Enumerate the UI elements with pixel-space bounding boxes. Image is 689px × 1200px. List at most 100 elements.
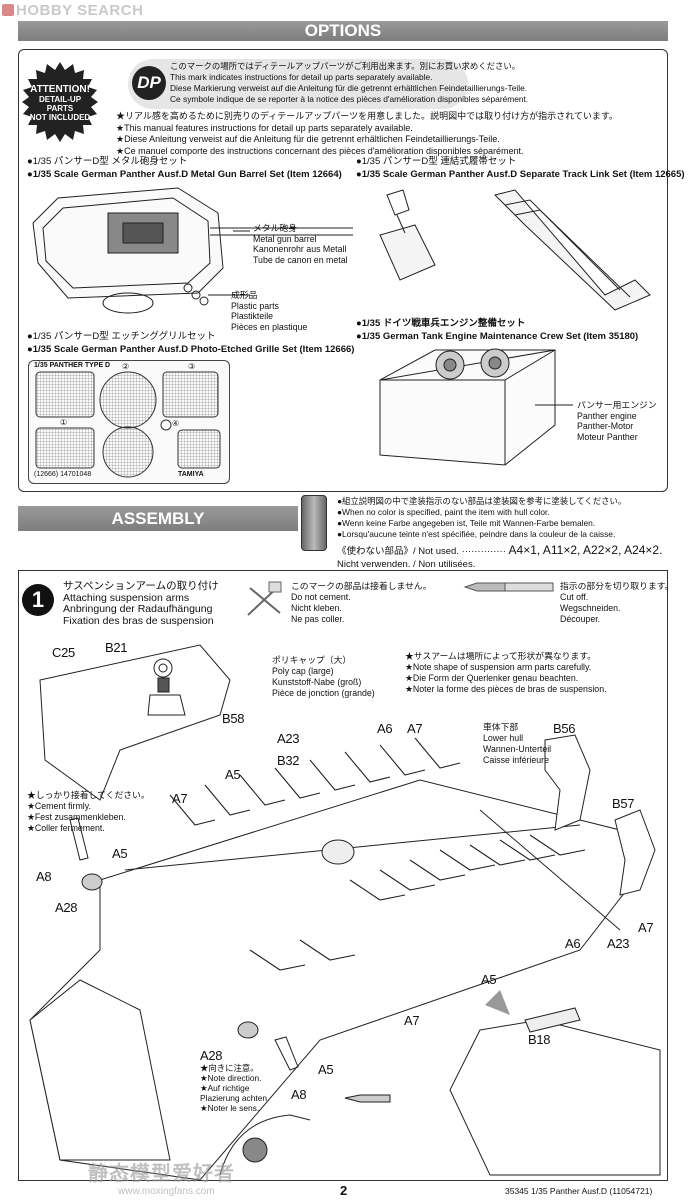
part-label: A23: [277, 731, 300, 746]
step-number-badge: 1: [22, 584, 54, 616]
part-label: B18: [528, 1032, 551, 1047]
note-line: ★Ce manuel comporte des instructions con…: [116, 145, 524, 156]
note-line: Nicht kleben.: [291, 603, 342, 613]
crew-set-heading: ●1/35 ドイツ戦車兵エンジン整備セット ●1/35 German Tank …: [356, 317, 638, 343]
note-direction: ★向きに注意。 ★Note direction. ★Auf richtige P…: [200, 1063, 269, 1113]
title-line: Anbringung der Radaufhängung: [63, 603, 213, 615]
note-line: Do not cement.: [291, 592, 351, 602]
dp-line: Ce symbole indique de se reporter à la n…: [170, 94, 529, 104]
badge-line: ATTENTION!: [30, 84, 90, 95]
part-label: A8: [36, 869, 52, 884]
note-line: ●Lorsqu'aucune teinte n'est spécifiée, p…: [337, 529, 616, 539]
note-shape: ★サスアームは場所によって形状が異なります。 ★Note shape of su…: [405, 651, 607, 695]
part-label: B56: [553, 721, 576, 736]
heading-jp: ●1/35 ドイツ戦車兵エンジン整備セット: [356, 318, 526, 329]
metal-barrel-label: メタル砲身 Metal gun barrel Kanonenrohr aus M…: [253, 223, 348, 265]
note-line: 指示の部分を切り取ります。: [560, 581, 674, 591]
part-label: A7: [407, 721, 423, 736]
watermark-url: www.moxingfans.com: [118, 1186, 215, 1197]
note-line: Plazierung achten.: [200, 1093, 270, 1103]
heading-en: ●1/35 German Tank Engine Maintenance Cre…: [356, 331, 639, 342]
label-line: Lower hull: [483, 733, 524, 743]
fret-brand: TAMIYA: [178, 471, 204, 478]
note-line: ★Note direction.: [200, 1073, 262, 1083]
cut-off-note: 指示の部分を切り取ります。 Cut off. Wegschneiden. Déc…: [560, 581, 673, 625]
dp-line: このマークの場所ではディテールアップパーツがご利用出来ます。別にお買い求めくださ…: [170, 61, 521, 71]
note-line: Wegschneiden.: [560, 603, 621, 613]
label-line: パンサー用エンジン: [577, 400, 657, 410]
gun-barrel-heading: ●1/35 パンサーD型 メタル砲身セット ●1/35 Scale German…: [27, 155, 342, 181]
do-not-cement-icon: [247, 581, 282, 616]
label-line: Poly cap (large): [272, 666, 334, 676]
part-label: A5: [225, 767, 241, 782]
part-label: A8: [291, 1087, 307, 1102]
part-label: B32: [277, 753, 300, 768]
dp-description: このマークの場所ではディテールアップパーツがご利用出来ます。別にお買い求めくださ…: [170, 61, 528, 105]
options-title: OPTIONS: [304, 21, 382, 40]
note-line: ●When no color is specified, paint the i…: [337, 507, 550, 517]
step1-box: [18, 570, 668, 1181]
label-line: 成形品: [231, 290, 258, 300]
part-number: ①: [60, 418, 68, 427]
note-line: ★Fest zusammenkleben.: [27, 812, 126, 822]
part-label: A28: [55, 900, 78, 915]
note-line: ★リアル感を高めるために別売りのディテールアップパーツを用意しました。説明図中で…: [116, 111, 618, 121]
cement-firmly-note: ★しっかり接着してください。 ★Cement firmly. ★Fest zus…: [27, 790, 150, 834]
engine-label: パンサー用エンジン Panther engine Panther-Motor M…: [577, 400, 657, 442]
note-line: ★Coller fermement.: [27, 823, 105, 833]
note-line: ★Noter la forme des pièces de bras de su…: [405, 684, 607, 694]
label-line: Kanonenrohr aus Metall: [253, 244, 347, 254]
heading-en: ●1/35 Scale German Panther Ausf.D Photo-…: [27, 344, 355, 355]
note-line: ★しっかり接着してください。: [27, 790, 150, 800]
assembly-header: ASSEMBLY: [18, 506, 298, 531]
note-line: Découper.: [560, 614, 601, 624]
track-link-heading: ●1/35 パンサーD型 連結式履帯セット ●1/35 Scale German…: [356, 155, 685, 181]
hobby-knife-icon: [463, 582, 554, 592]
note-line: Cut off.: [560, 592, 589, 602]
attention-badge-text: ATTENTION! DETAIL-UP PARTS NOT INCLUDED: [22, 84, 98, 122]
label-line: Caisse inférieure: [483, 755, 550, 765]
dp-note-oval: [128, 59, 468, 109]
bottom-watermark: 静态模型爱好者 www.moxingfans.com: [88, 1157, 235, 1197]
label-line: Plastic parts: [231, 300, 279, 311]
heading-en: ●1/35 Scale German Panther Ausf.D Separa…: [356, 169, 685, 180]
label-line: 車体下部: [483, 722, 519, 732]
heading-jp: ●1/35 パンサーD型 連結式履帯セット: [356, 156, 517, 167]
lower-hull-label: 車体下部 Lower hull Wannen-Unterteil Caisse …: [483, 722, 551, 766]
paint-can-icon: [301, 495, 327, 551]
note-line: ★Die Form der Querlenker genau beachten.: [405, 673, 579, 683]
part-number: ④: [172, 419, 180, 428]
poly-cap-label: ポリキャップ（大） Poly cap (large) Kunststoff-Na…: [272, 655, 375, 699]
badge-line: PARTS: [46, 104, 74, 113]
part-label: A28: [200, 1048, 223, 1063]
label-line: ポリキャップ（大）: [272, 655, 352, 665]
label-line: Pièces en plastique: [231, 321, 308, 332]
part-label: A6: [565, 936, 581, 951]
label-line: Panther-Motor: [577, 421, 634, 431]
heading-en: ●1/35 Scale German Panther Ausf.D Metal …: [27, 169, 342, 180]
attention-starburst-icon: [22, 62, 98, 142]
badge-line: NOT INCLUDED: [29, 113, 91, 122]
note-line: ●組立説明図の中で塗装指示のない部品は塗装図を参考に塗装してください。: [337, 496, 627, 506]
do-not-cement-note: このマークの部品は接着しません。 Do not cement. Nicht kl…: [291, 581, 432, 625]
part-number: ②: [122, 362, 130, 371]
kit-code: 35345 1/35 Panther Ausf.D (11054721): [505, 1186, 653, 1196]
label-line: Moteur Panther: [577, 431, 638, 442]
part-number: ③: [188, 362, 196, 371]
page-number: 2: [340, 1183, 348, 1198]
part-label: B57: [612, 796, 635, 811]
title-line: Attaching suspension arms: [63, 591, 190, 604]
note-line: ★サスアームは場所によって形状が異なります。: [405, 651, 596, 661]
label-line: Tube de canon en metal: [253, 254, 348, 265]
note-line: ★Noter le sens.: [200, 1103, 260, 1113]
note-line: ★Auf richtige: [200, 1083, 250, 1093]
label-line: Metal gun barrel: [253, 233, 317, 244]
not-used-label: 《使わない部品》/ Not used. ··············: [337, 546, 506, 557]
part-label: A5: [481, 972, 497, 987]
paint-notes: ●組立説明図の中で塗装指示のない部品は塗装図を参考に塗装してください。 ●Whe…: [337, 496, 626, 540]
heading-jp: ●1/35 パンサーD型 メタル砲身セット: [27, 156, 188, 167]
note-line: このマークの部品は接着しません。: [291, 581, 432, 591]
grille-heading: ●1/35 パンサーD型 エッチンググリルセット ●1/35 Scale Ger…: [27, 330, 354, 356]
part-label: B21: [105, 640, 128, 655]
label-line: Plastikteile: [231, 311, 274, 321]
